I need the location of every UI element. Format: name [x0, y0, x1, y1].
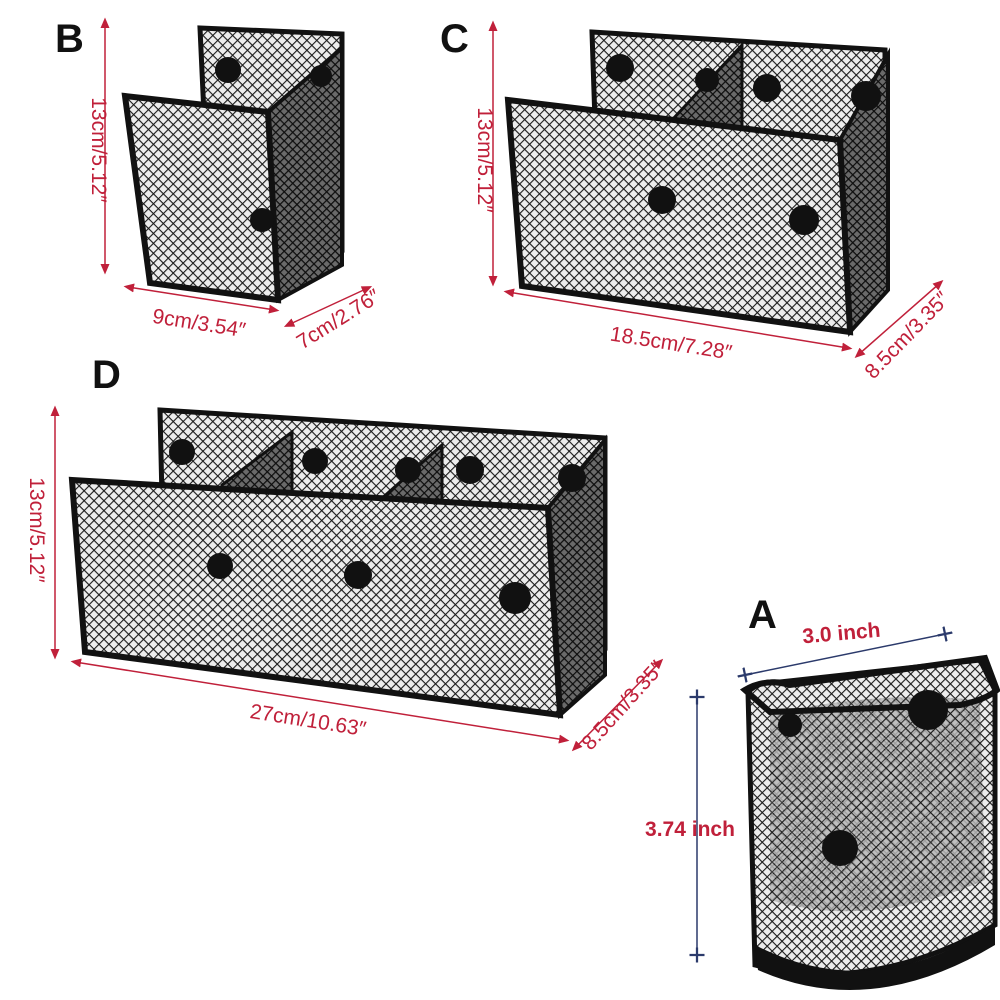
magnet	[648, 186, 676, 214]
dim-d-height: 13cm/5.12″	[25, 477, 48, 583]
magnet	[695, 68, 719, 92]
label-b: B	[55, 17, 84, 61]
magnet	[250, 208, 274, 232]
basket-a-base	[755, 925, 995, 990]
dim-c-height: 13cm/5.12″	[473, 107, 496, 213]
magnet	[606, 54, 634, 82]
magnet	[310, 65, 332, 87]
magnet	[822, 830, 858, 866]
magnet	[456, 456, 484, 484]
basket-a-rim	[739, 654, 1000, 716]
dimension-line	[283, 286, 373, 327]
dim-b-width: 9cm/3.54″	[151, 305, 248, 342]
dim-b-height: 13cm/5.12″	[87, 97, 110, 203]
basket-c: C 13cm/5.12″ 18.5cm/7.28″ 8.5cm/3.35″	[440, 17, 955, 384]
label-c: C	[440, 17, 469, 61]
dim-b-depth: 7cm/2.76″	[293, 285, 385, 355]
dimension-line	[737, 626, 953, 683]
magnet	[499, 582, 531, 614]
dimension-line	[503, 288, 853, 352]
magnet	[851, 81, 881, 111]
magnet	[344, 561, 372, 589]
dimension-line	[571, 658, 664, 752]
dim-a-height: 3.74 inch	[645, 818, 735, 841]
magnet	[215, 57, 241, 83]
magnet	[395, 457, 421, 483]
magnet	[558, 464, 586, 492]
magnet	[778, 713, 802, 737]
magnet	[302, 448, 328, 474]
label-a: A	[748, 593, 777, 637]
magnet	[908, 690, 948, 730]
magnet	[753, 74, 781, 102]
basket-b: B 13cm/5.12″ 9cm/3.54″ 7cm/2.76″	[55, 17, 385, 354]
dimension-line	[123, 283, 280, 314]
magnet	[169, 439, 195, 465]
dimension-line	[70, 658, 570, 744]
dimension-line	[854, 280, 944, 358]
magnet	[207, 553, 233, 579]
basket-a: A 3.0 inch 3.74 inch	[645, 593, 1000, 990]
basket-b-front	[121, 92, 282, 304]
basket-d: D 13cm/5.12″ 27cm/10.63″ 8.5cm/3.35″	[25, 353, 669, 755]
label-d: D	[92, 353, 121, 397]
basket-a-inner	[770, 697, 985, 912]
dim-a-width: 3.0 inch	[801, 619, 881, 649]
dim-c-width: 18.5cm/7.28″	[608, 323, 734, 365]
basket-d-front	[68, 476, 564, 719]
magnet	[789, 205, 819, 235]
